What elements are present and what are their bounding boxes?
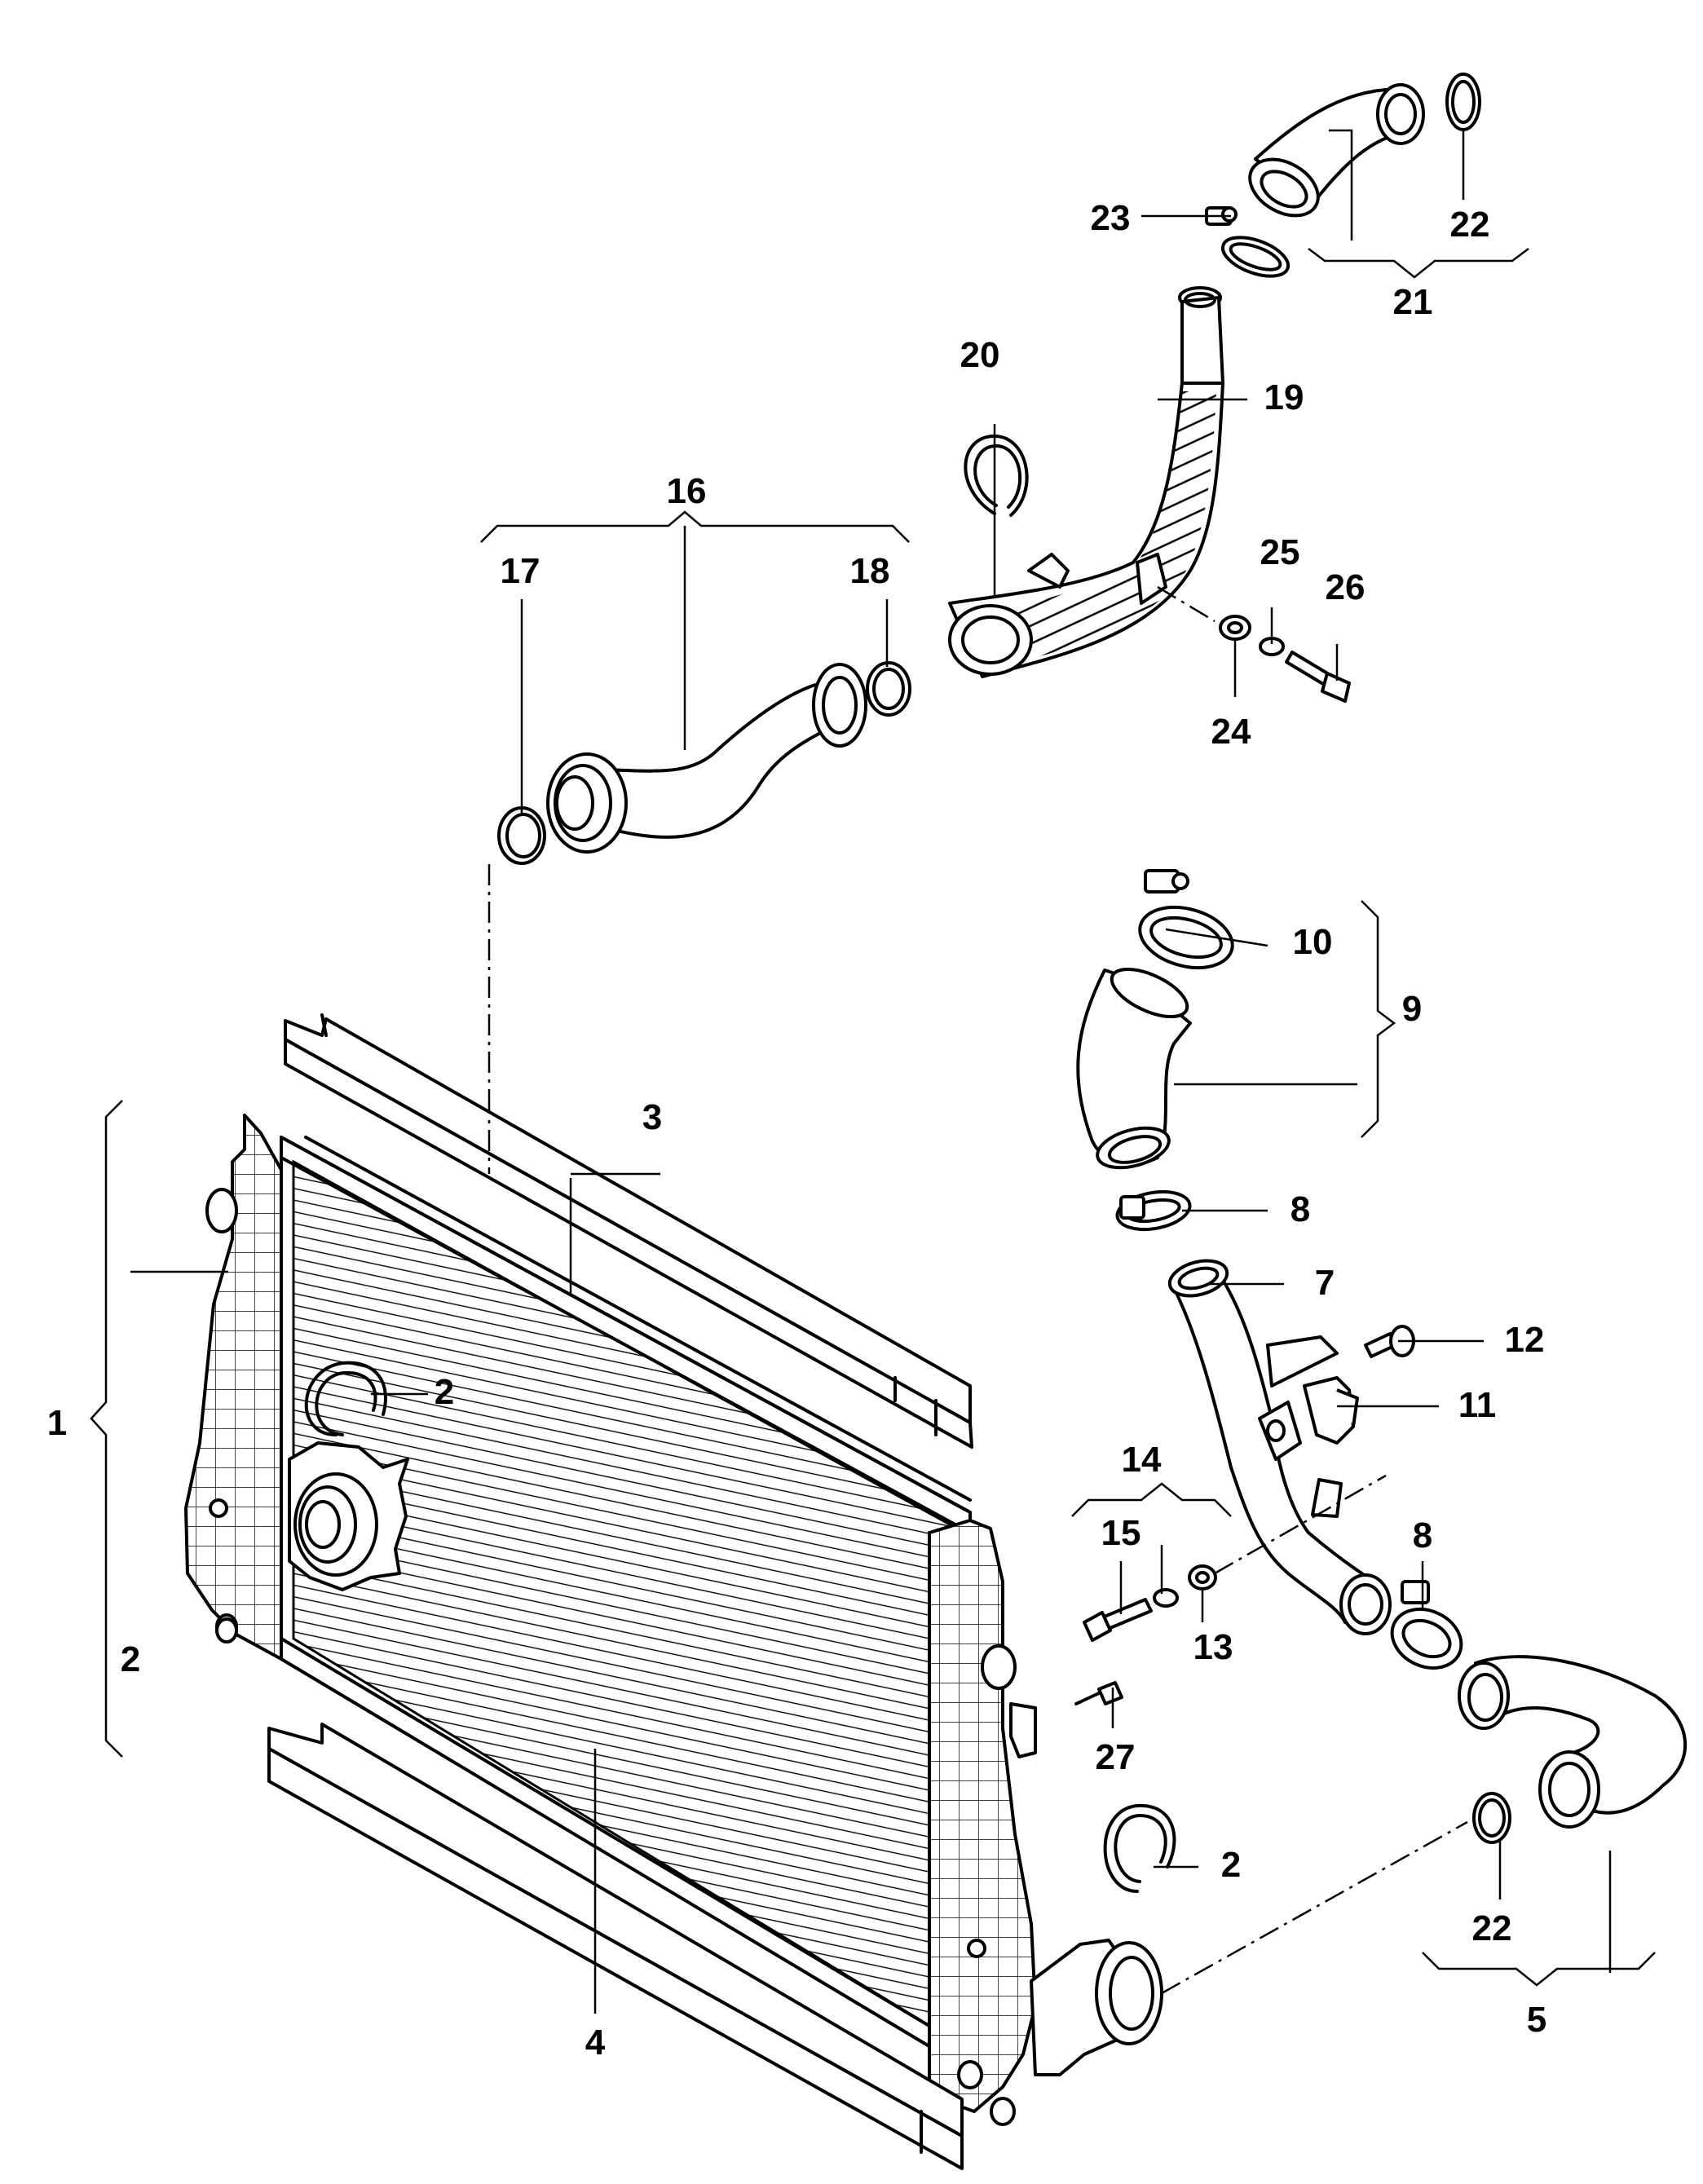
callout-24: 24: [1211, 712, 1251, 752]
lower-seal-strip: [267, 1723, 964, 2170]
bushing-13: [1188, 1564, 1217, 1591]
hose-19: [948, 286, 1224, 678]
callout-2-side: 2: [121, 1639, 140, 1679]
pipe-7-bracket-low: [1311, 1478, 1343, 1518]
bolt-assembly-13-15: [1083, 1564, 1217, 1642]
callout-1: 1: [47, 1403, 67, 1443]
callout-2-left: 2: [435, 1372, 454, 1412]
callout-20: 20: [960, 335, 1000, 375]
clamp-10: [1138, 869, 1234, 969]
clamp-8-upper: [1115, 1189, 1192, 1232]
clamp-11: [1303, 1376, 1359, 1445]
ring-17: [497, 806, 546, 865]
callout-21: 21: [1393, 282, 1433, 322]
bracket-9: [1361, 900, 1396, 1138]
callout-11: 11: [1458, 1385, 1497, 1425]
intercooler-left-bolt: [209, 1498, 228, 1518]
dash-line-outlet-to-5: [1161, 1820, 1468, 1995]
bracket-1: [90, 1100, 123, 1758]
screw-27: [1074, 1681, 1123, 1705]
callout-12: 12: [1505, 1320, 1545, 1360]
bracket-5: [1422, 1952, 1656, 1987]
upper-seal-strip: [284, 1013, 973, 1449]
callout-23: 23: [1091, 198, 1131, 238]
washer-14: [1153, 1588, 1179, 1608]
ring-22-top: [1445, 73, 1481, 131]
callout-5: 5: [1527, 2000, 1546, 2040]
callout-labels: 1 2 2 2 3 4 5 7 8 8 9 10 11 12 13 14 15 …: [47, 198, 1546, 2063]
pipe-7-bracket-mid: [1258, 1401, 1302, 1461]
ring-2-left: [304, 1361, 387, 1436]
callout-8-upper: 8: [1290, 1189, 1310, 1229]
callout-2-right: 2: [1221, 1845, 1241, 1885]
callout-22-top: 22: [1450, 205, 1490, 245]
ring-18: [866, 661, 911, 717]
leader-lines: [130, 129, 1612, 2014]
bracket-14: [1071, 1482, 1232, 1517]
callout-27: 27: [1096, 1737, 1136, 1777]
callout-9: 9: [1402, 989, 1422, 1029]
ring-2-right: [1103, 1803, 1176, 1893]
bushing-24: [1219, 615, 1251, 641]
brackets: [90, 248, 1656, 1987]
callout-8-lower: 8: [1413, 1516, 1432, 1555]
bracket-21: [1308, 248, 1529, 279]
callout-19: 19: [1264, 377, 1304, 417]
intercooler: [184, 1114, 1163, 2126]
callout-7: 7: [1315, 1263, 1335, 1303]
hose-16: [546, 663, 867, 854]
intercooler-right-foot: [990, 2097, 1016, 2126]
callout-18: 18: [850, 551, 890, 591]
intercooler-right-nipple: [981, 1644, 1017, 1690]
callout-15: 15: [1101, 1513, 1141, 1553]
dash-line-13-to-7: [1214, 1474, 1387, 1575]
callout-10: 10: [1293, 922, 1333, 962]
intercooler-left-nipple: [205, 1188, 238, 1233]
callout-3: 3: [642, 1097, 662, 1137]
clamp-23: [1205, 206, 1290, 278]
pipe-7-bracket-top: [1266, 1335, 1339, 1388]
ring-22-lower: [1472, 1792, 1511, 1844]
bolt-assembly-24-26: [1219, 615, 1351, 703]
callout-16: 16: [667, 471, 707, 511]
callout-14: 14: [1122, 1440, 1162, 1480]
intercooler-frame-edges: [280, 1136, 972, 2052]
callout-25: 25: [1260, 532, 1300, 572]
callout-17: 17: [501, 551, 540, 591]
ring-20: [964, 435, 1029, 517]
hose-21: [1248, 83, 1425, 218]
callout-4: 4: [585, 2023, 606, 2063]
callout-22-lower: 22: [1472, 1908, 1512, 1948]
callout-26: 26: [1326, 567, 1365, 607]
intercooler-right-bracket: [1009, 1702, 1037, 1758]
bracket-16: [480, 510, 910, 543]
hose-5: [1458, 1655, 1688, 1829]
clamp-8-lower: [1390, 1580, 1463, 1670]
hose-9: [1076, 967, 1192, 1170]
dash-line-19-to-24: [1157, 585, 1215, 623]
callout-13: 13: [1193, 1627, 1233, 1667]
pipe-7: [1167, 1259, 1392, 1635]
